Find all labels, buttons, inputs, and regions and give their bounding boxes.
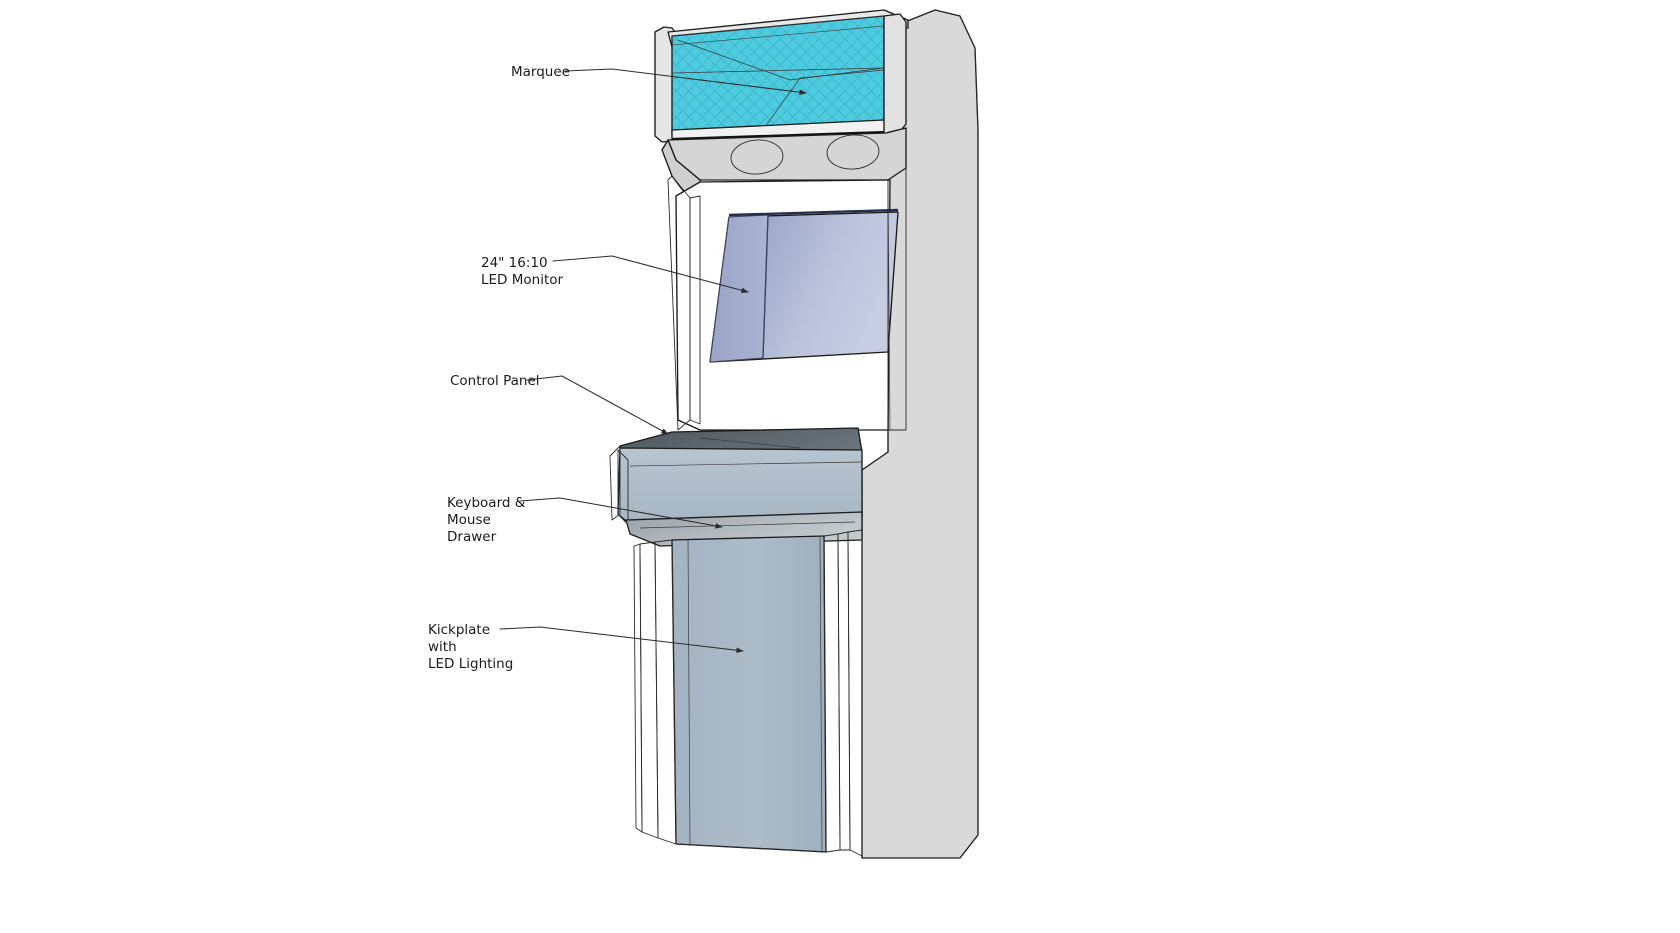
leader-line-keyboard-drawer [519,497,723,529]
callout-monitor: 24" 16:10 LED Monitor [0,0,749,294]
callout-layer: Marquee 24" 16:10 LED Monitor Control Pa… [0,0,807,672]
leader-line-marquee [564,68,807,95]
callout-label-control-panel: Control Panel [0,0,578,389]
callout-marquee: Marquee [0,0,807,95]
speaker-grille-right [826,134,880,170]
cabinet-body [609,9,979,859]
callout-label-kickplate: Kickplate with LED Lighting [0,0,552,672]
kickplate-panel [671,535,827,853]
speaker-grille-left [730,139,784,175]
speaker-panel [661,127,907,201]
callout-label-keyboard-drawer: Keyboard & Mouse Drawer [0,0,573,545]
control-panel [609,427,863,525]
callout-control-panel: Control Panel [0,0,669,435]
callout-kickplate: Kickplate with LED Lighting [0,0,744,672]
kickplate [633,529,863,857]
monitor-bezel [667,175,899,431]
callout-label-marquee: Marquee [0,0,609,80]
leader-line-control-panel [526,375,669,435]
callout-keyboard-drawer: Keyboard & Mouse Drawer [0,0,723,545]
leader-line-monitor [552,255,749,294]
leader-line-kickplate [499,626,744,653]
marquee-housing [654,9,909,143]
callout-label-monitor: 24" 16:10 LED Monitor [0,0,602,288]
